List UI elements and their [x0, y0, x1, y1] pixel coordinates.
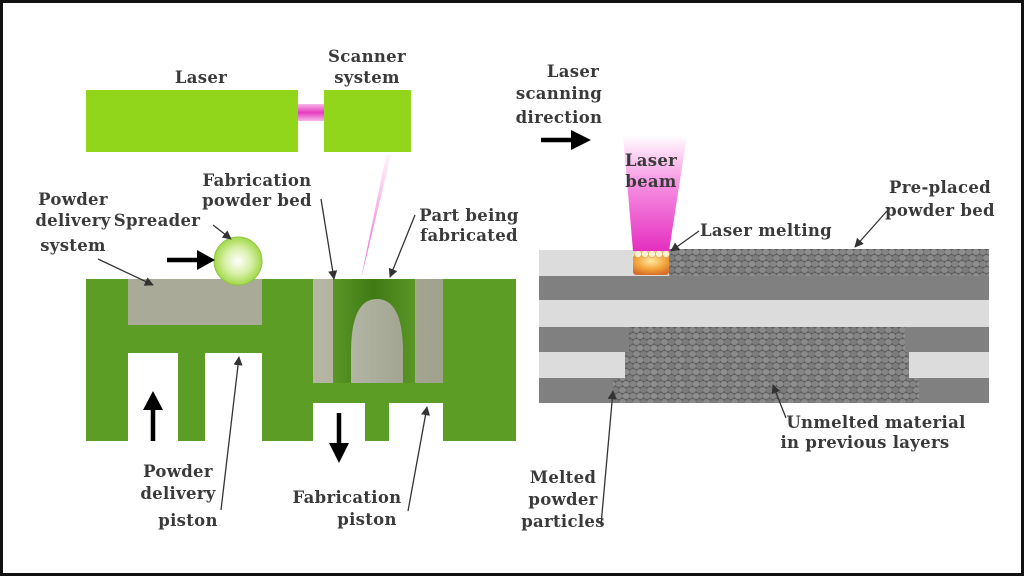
laser-link-beam: [298, 104, 324, 121]
leader-lines-left: [97, 198, 431, 512]
laser-beam: [623, 135, 687, 251]
scanner-system: [324, 90, 411, 152]
diagram-canvas: Laser Scanner system Fabrication powder …: [35, 47, 995, 531]
arrow-up-icon: [143, 391, 163, 441]
melt-particles: [634, 250, 670, 258]
melted-powder-region: [613, 327, 919, 403]
powder-delivery-label-line1: Powder: [38, 190, 108, 209]
delivery-piston-label-line2: delivery: [140, 484, 215, 503]
laser-melting-label: Laser melting: [700, 221, 832, 240]
laser-source: [86, 90, 298, 152]
spreader-roller: [213, 236, 263, 286]
laser-beam-label-line2: beam: [625, 172, 677, 191]
unmelted-label-line1: Unmelted material: [786, 413, 965, 432]
powder-delivery-label-line3: system: [40, 236, 106, 255]
scan-direction-label-line3: direction: [516, 108, 603, 127]
scanning-laser-beam: [361, 155, 391, 279]
scan-direction-label-line2: scanning: [516, 84, 602, 103]
leader-lines-right: [600, 210, 888, 526]
arrow-down-icon: [329, 413, 349, 463]
scanner-label-line1: Scanner: [328, 47, 406, 66]
powder-delivery-label-line2: delivery: [35, 211, 110, 230]
preplaced-label-line2: powder bed: [885, 201, 995, 220]
arrow-right-icon: [167, 250, 215, 270]
scanner-label-line2: system: [334, 68, 400, 87]
fab-piston-label-line2: piston: [337, 510, 397, 529]
preplaced-label-line1: Pre-placed: [889, 178, 991, 197]
part-being-fabricated: [351, 299, 403, 383]
delivery-piston-label-line1: Powder: [143, 462, 213, 481]
melted-label-line3: particles: [521, 512, 605, 531]
fab-bed-label-line2: powder bed: [202, 191, 312, 210]
scan-direction-label-line1: Laser: [547, 62, 599, 81]
fab-piston-label-line1: Fabrication: [293, 488, 402, 507]
laser-label: Laser: [175, 68, 227, 87]
melted-label-line1: Melted: [530, 468, 597, 487]
spreader-label: Spreader: [114, 211, 200, 230]
part-label-line1: Part being: [419, 206, 519, 225]
delivery-piston-label-line3: piston: [158, 511, 218, 530]
melt-pool: [633, 255, 669, 275]
part-label-line2: fabricated: [420, 226, 518, 245]
fab-bed-label-line1: Fabrication: [203, 171, 312, 190]
machine-body: [86, 279, 516, 443]
preplaced-powder-bed: [669, 249, 989, 276]
melted-label-line2: powder: [528, 490, 597, 509]
arrow-right-icon: [541, 130, 591, 150]
laser-beam-label-line1: Laser: [625, 151, 677, 170]
unmelted-label-line2: in previous layers: [780, 433, 949, 452]
